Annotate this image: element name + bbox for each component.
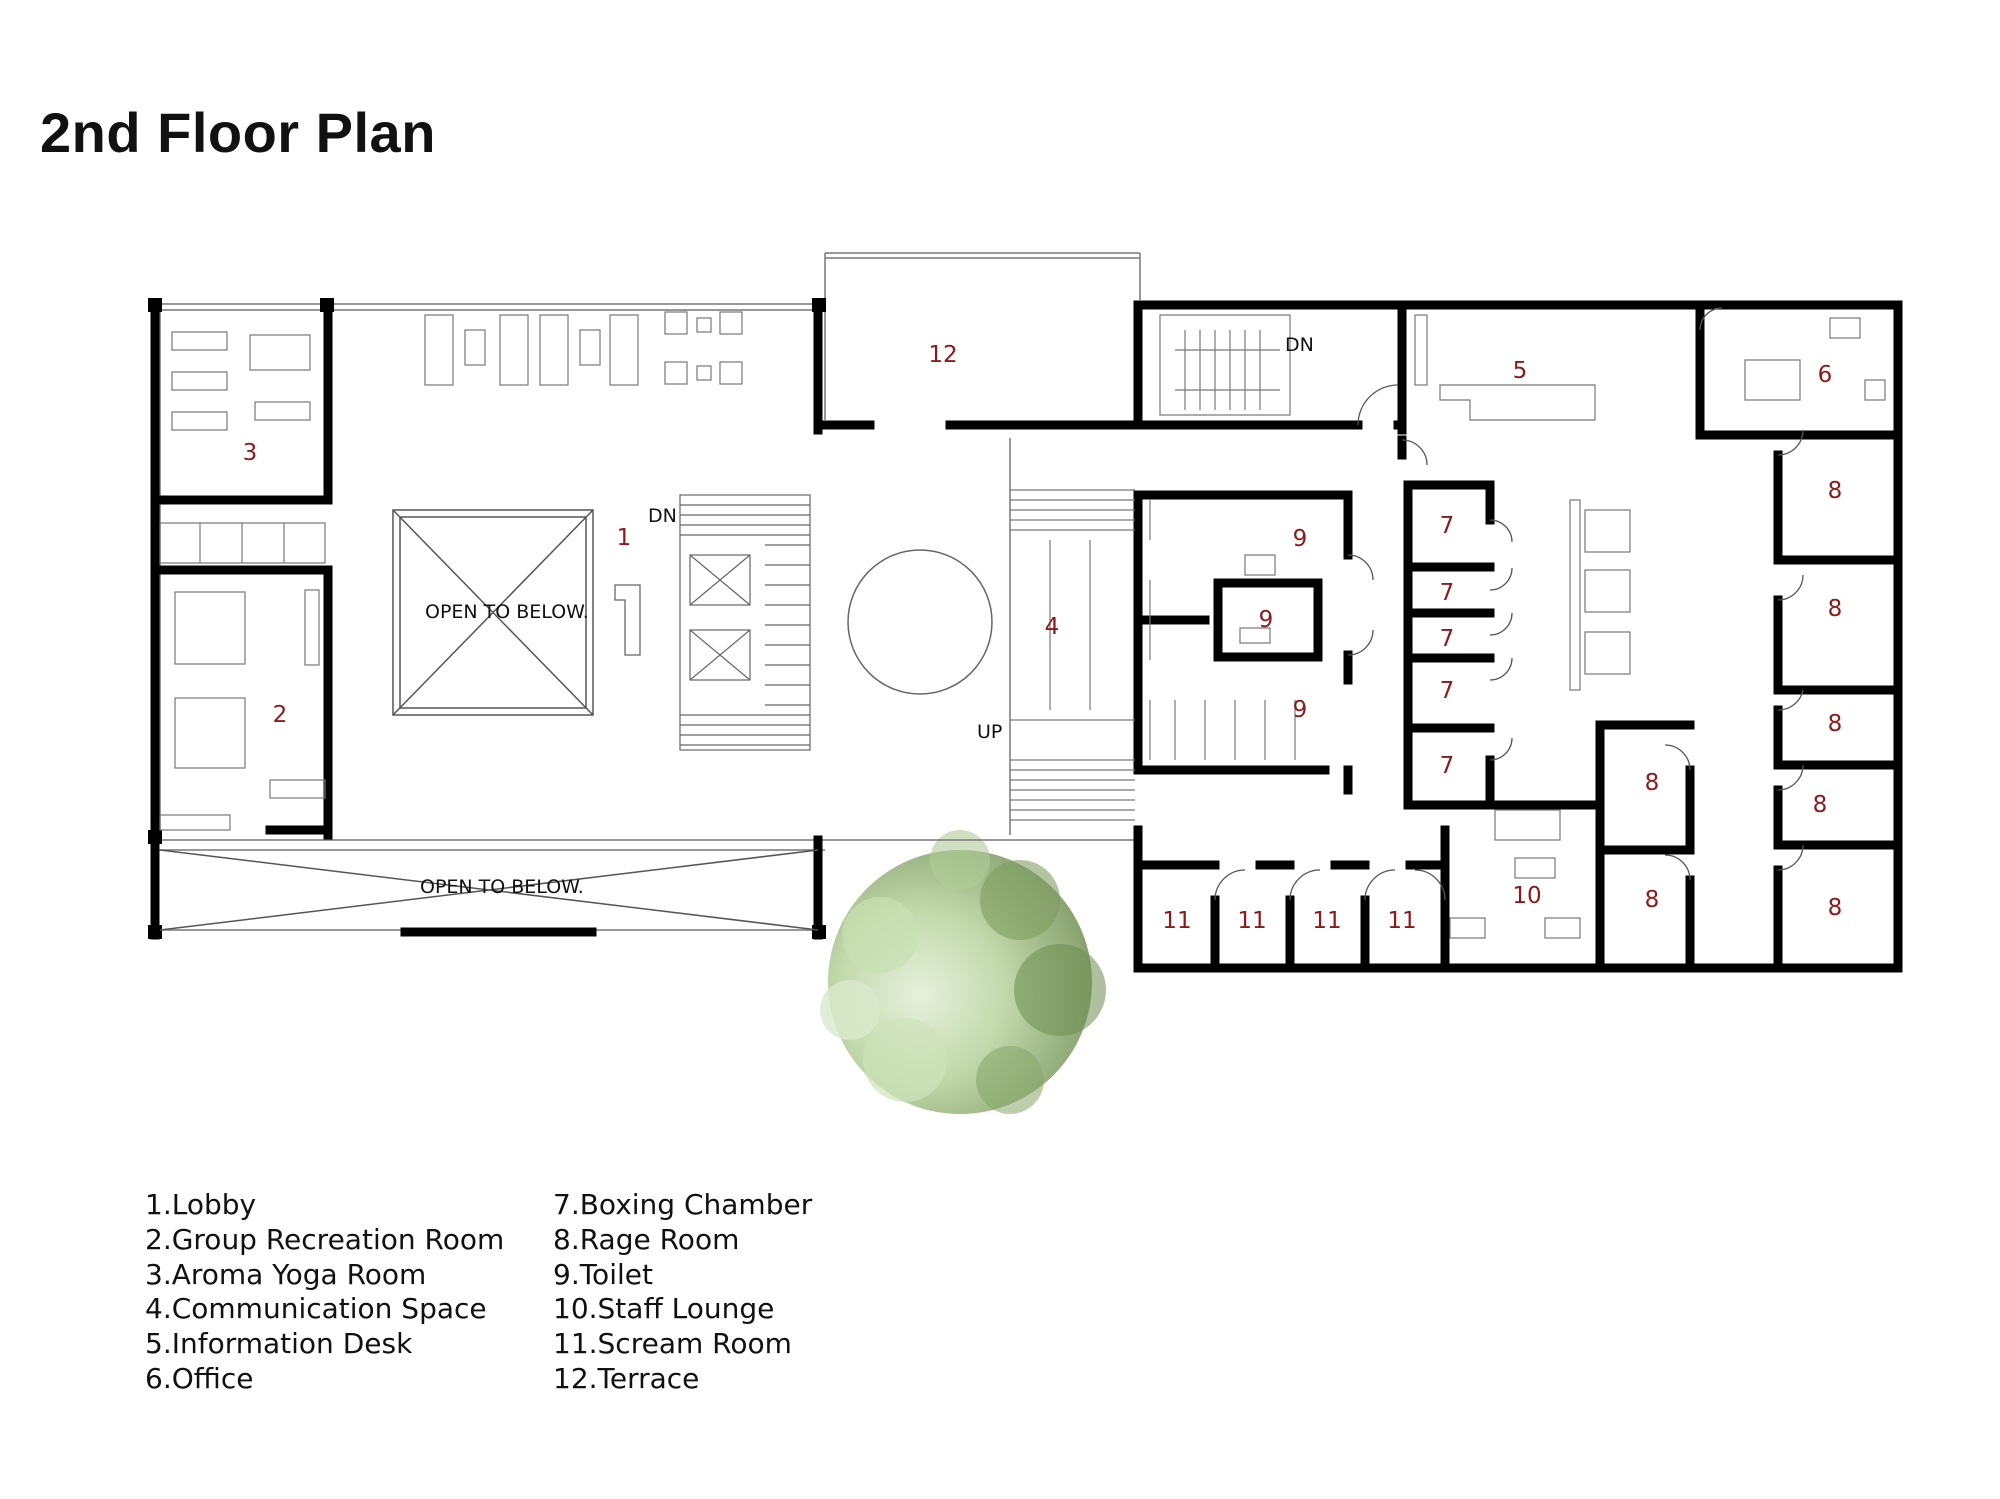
round-table [847,549,993,695]
up-label: UP [977,721,1002,743]
open-to-below-label-lobby: OPEN TO BELOW. [425,601,589,623]
void-open-to-below [159,509,819,931]
legend-column-1: 1.Lobby 2.Group Recreation Room 3.Aroma … [145,1188,504,1397]
legend-column-2: 7.Boxing Chamber 8.Rage Room 9.Toilet 10… [553,1188,812,1397]
legend-item: 1.Lobby [145,1188,257,1221]
room-number-4: 4 [1045,614,1060,640]
room-number-8c: 8 [1828,711,1843,737]
room-number-9c: 9 [1293,697,1308,723]
page-title: 2nd Floor Plan [40,101,436,164]
room-number-6: 6 [1818,362,1833,388]
legend-item: 7.Boxing Chamber [553,1188,813,1221]
legend-item: 12.Terrace [553,1361,700,1395]
room-number-9a: 9 [1293,526,1308,552]
room-number-11a: 11 [1162,908,1191,934]
room-number-7a: 7 [1440,513,1455,539]
room-number-9b: 9 [1259,607,1274,633]
room-number-7e: 7 [1440,753,1455,779]
dn-label-lobby: DN [648,505,677,527]
room-number-8e: 8 [1828,895,1843,921]
room-number-5: 5 [1513,358,1528,384]
plan-labels: OPEN TO BELOW. OPEN TO BELOW. DN DN UP [420,334,1314,898]
central-stair [679,494,811,751]
room-number-10: 10 [1512,883,1541,909]
legend-item: 11.Scream Room [553,1327,792,1361]
columns [148,298,826,939]
communication-stair [1010,489,1135,821]
furniture [159,311,1886,939]
legend-item: 10.Staff Lounge [553,1292,775,1326]
room-number-11b: 11 [1237,908,1266,934]
dn-label-stair: DN [1285,334,1314,356]
top-stair [1159,314,1291,416]
room-number-12: 12 [928,342,957,368]
legend-item: 9.Toilet [553,1257,653,1291]
room-number-3: 3 [243,440,258,466]
legend-item: 6.Office [145,1361,254,1395]
room-number-2: 2 [273,702,288,728]
room-number-11d: 11 [1387,908,1416,934]
room-numbers: 1 2 3 4 5 6 7 7 7 7 7 8 8 8 8 8 8 8 9 9 … [243,342,1843,934]
room-number-8b: 8 [1828,596,1843,622]
legend-item: 4.Communication Space [145,1292,487,1326]
legend-item: 3.Aroma Yoga Room [145,1257,427,1291]
room-number-8g: 8 [1645,887,1660,913]
room-number-1: 1 [617,525,632,551]
walls [150,299,1903,973]
room-number-7b: 7 [1440,580,1455,606]
room-number-8f: 8 [1645,770,1660,796]
legend-item: 8.Rage Room [553,1222,740,1256]
lobby-desk [614,584,641,656]
room-number-7c: 7 [1440,626,1455,652]
door-swings [1214,307,1804,901]
legend-item: 5.Information Desk [145,1327,413,1361]
tree-illustration [820,830,1106,1114]
room-number-7d: 7 [1440,678,1455,704]
room-number-8d: 8 [1813,792,1828,818]
room-number-11c: 11 [1312,908,1341,934]
open-to-below-label-bottom: OPEN TO BELOW. [420,876,584,898]
room-number-8a: 8 [1828,478,1843,504]
legend-item: 2.Group Recreation Room [145,1222,505,1256]
